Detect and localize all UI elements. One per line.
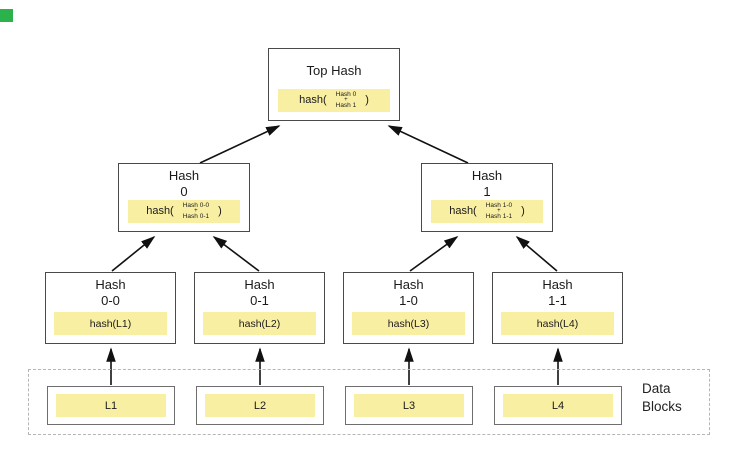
node-title-text: Top Hash	[306, 63, 362, 78]
data-block-l2: L2	[196, 386, 324, 425]
node-title-text: 1	[483, 184, 491, 199]
node-title-text: Hash	[168, 168, 200, 183]
operand-top: Hash 0	[335, 90, 357, 98]
data-block-l3-label: L3	[354, 394, 464, 417]
node-hash-0-0: Hash 0-0 hash(L1)	[45, 272, 176, 344]
node-hash-0: Hash 0 hash( Hash 0-0 + Hash 0-1 )	[118, 163, 250, 232]
caption-line: Blocks	[642, 399, 682, 414]
node-top-hash: Top Hash hash( Hash 0 + Hash 1 )	[268, 48, 400, 121]
node-hash-1-1: Hash 1-1 hash(L4)	[492, 272, 623, 344]
node-hash-1: Hash 1 hash( Hash 1-0 + Hash 1-1 )	[421, 163, 553, 232]
node-hash-0-1-title: Hash 0-1	[195, 273, 324, 309]
node-hash-1-0: Hash 1-0 hash(L3)	[343, 272, 474, 344]
operator-plus: +	[194, 208, 198, 215]
arrow-hash0-to-tophash	[199, 125, 281, 164]
green-marker	[0, 9, 13, 22]
data-block-l4: L4	[494, 386, 622, 425]
hash-fn-close: )	[521, 205, 525, 217]
node-hash-0-expression: hash( Hash 0-0 + Hash 0-1 )	[128, 200, 240, 223]
node-title-text: 1-1	[548, 293, 567, 308]
hash-fn-close: )	[218, 205, 222, 217]
node-title-text: 0	[180, 184, 188, 199]
node-title-text: Hash	[393, 277, 424, 292]
operator-plus: +	[344, 97, 348, 104]
node-hash-1-title: Hash 1	[422, 164, 552, 200]
node-title-text: 0-1	[250, 293, 269, 308]
node-title-text: 0-0	[101, 293, 120, 308]
node-hash-1-1-title: Hash 1-1	[493, 273, 622, 309]
node-top-hash-expression: hash( Hash 0 + Hash 1 )	[278, 89, 390, 112]
hash-fn-open: hash(	[449, 205, 477, 217]
hash-fn-open: hash(	[299, 94, 327, 106]
node-hash-0-0-label: hash(L1)	[54, 312, 167, 335]
data-block-l3: L3	[345, 386, 473, 425]
arrow-hash00-to-hash0	[111, 235, 156, 272]
operand-stack: Hash 1-0 + Hash 1-1	[485, 201, 513, 221]
node-hash-0-1-label: hash(L2)	[203, 312, 316, 335]
hash-fn-close: )	[365, 94, 369, 106]
operand-top: Hash 0-0	[182, 201, 210, 209]
operand-stack: Hash 0-0 + Hash 0-1	[182, 201, 210, 221]
data-block-l4-label: L4	[503, 394, 613, 417]
node-hash-1-expression: hash( Hash 1-0 + Hash 1-1 )	[431, 200, 543, 223]
node-title-text: Hash	[95, 277, 126, 292]
node-title-text: Hash	[244, 277, 275, 292]
arrow-hash11-to-hash1	[515, 235, 558, 272]
data-blocks-caption: Data Blocks	[642, 380, 682, 416]
node-title-text: 1-0	[399, 293, 418, 308]
node-title-text: Hash	[471, 168, 503, 183]
data-block-l2-label: L2	[205, 394, 315, 417]
arrow-hash10-to-hash1	[409, 236, 459, 272]
node-hash-0-1: Hash 0-1 hash(L2)	[194, 272, 325, 344]
arrow-hash1-to-tophash	[387, 125, 469, 164]
node-hash-1-0-label: hash(L3)	[352, 312, 465, 335]
operand-bottom: Hash 1-1	[485, 212, 513, 220]
operand-bottom: Hash 0-1	[182, 212, 210, 220]
arrow-hash01-to-hash0	[212, 236, 260, 272]
data-blocks-container	[28, 369, 710, 435]
node-title-text: Hash	[542, 277, 573, 292]
operand-bottom: Hash 1	[335, 101, 357, 109]
hash-fn-open: hash(	[146, 205, 174, 217]
caption-line: Data	[642, 381, 671, 396]
node-hash-0-0-title: Hash 0-0	[46, 273, 175, 309]
node-hash-1-0-title: Hash 1-0	[344, 273, 473, 309]
operand-top: Hash 1-0	[485, 201, 513, 209]
operand-stack: Hash 0 + Hash 1	[335, 90, 357, 110]
node-hash-0-title: Hash 0	[119, 164, 249, 200]
node-hash-1-1-label: hash(L4)	[501, 312, 614, 335]
data-block-l1-label: L1	[56, 394, 166, 417]
operator-plus: +	[497, 208, 501, 215]
node-top-hash-title: Top Hash	[269, 49, 399, 79]
data-block-l1: L1	[47, 386, 175, 425]
